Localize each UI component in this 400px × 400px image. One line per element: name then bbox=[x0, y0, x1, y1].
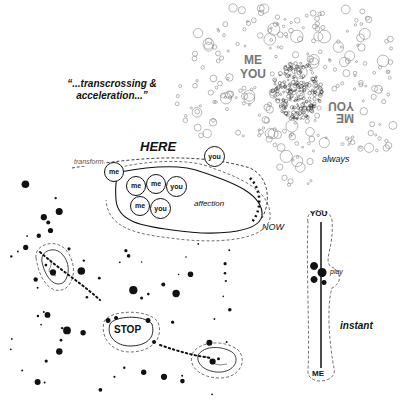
word-bubble: you bbox=[204, 146, 225, 167]
bubble-word: you bbox=[154, 205, 166, 213]
word-bubble: me bbox=[130, 196, 150, 216]
word-bubble: me bbox=[126, 176, 146, 196]
bubble-word: you bbox=[170, 183, 182, 191]
bubble-word: me bbox=[131, 182, 141, 190]
bubble-word: me bbox=[151, 180, 161, 188]
note-label: ME bbox=[244, 54, 262, 68]
note-label: always bbox=[322, 154, 350, 164]
bubble-word: you bbox=[208, 153, 220, 161]
region: YOU playME bbox=[300, 208, 350, 386]
region-text: YOU bbox=[310, 210, 327, 219]
note-label: YOU bbox=[328, 98, 354, 112]
word-bubble: you bbox=[150, 198, 171, 219]
bubble-word: me bbox=[135, 202, 145, 210]
bubble-word: me bbox=[109, 168, 119, 176]
region-text: affection bbox=[194, 200, 224, 209]
note-label: “...transcrossing & acceleration...” bbox=[62, 78, 162, 101]
region-text: ME bbox=[312, 370, 324, 379]
note-label: instant bbox=[340, 320, 373, 332]
region: STOP bbox=[98, 308, 162, 354]
word-bubble: you bbox=[166, 176, 187, 197]
word-bubble: me bbox=[146, 174, 166, 194]
region-outline bbox=[300, 208, 350, 386]
region-text: STOP bbox=[114, 324, 141, 335]
word-bubble: me bbox=[104, 162, 124, 182]
region-text: play bbox=[330, 268, 343, 276]
note-label: NOW bbox=[262, 222, 284, 232]
note-label: transform bbox=[74, 158, 104, 166]
note-label: YOU bbox=[240, 68, 266, 82]
region: HEREaffectionmeyoumememeyouyou bbox=[92, 150, 267, 235]
note-label: ME bbox=[336, 110, 354, 124]
region-text: HERE bbox=[140, 140, 176, 154]
